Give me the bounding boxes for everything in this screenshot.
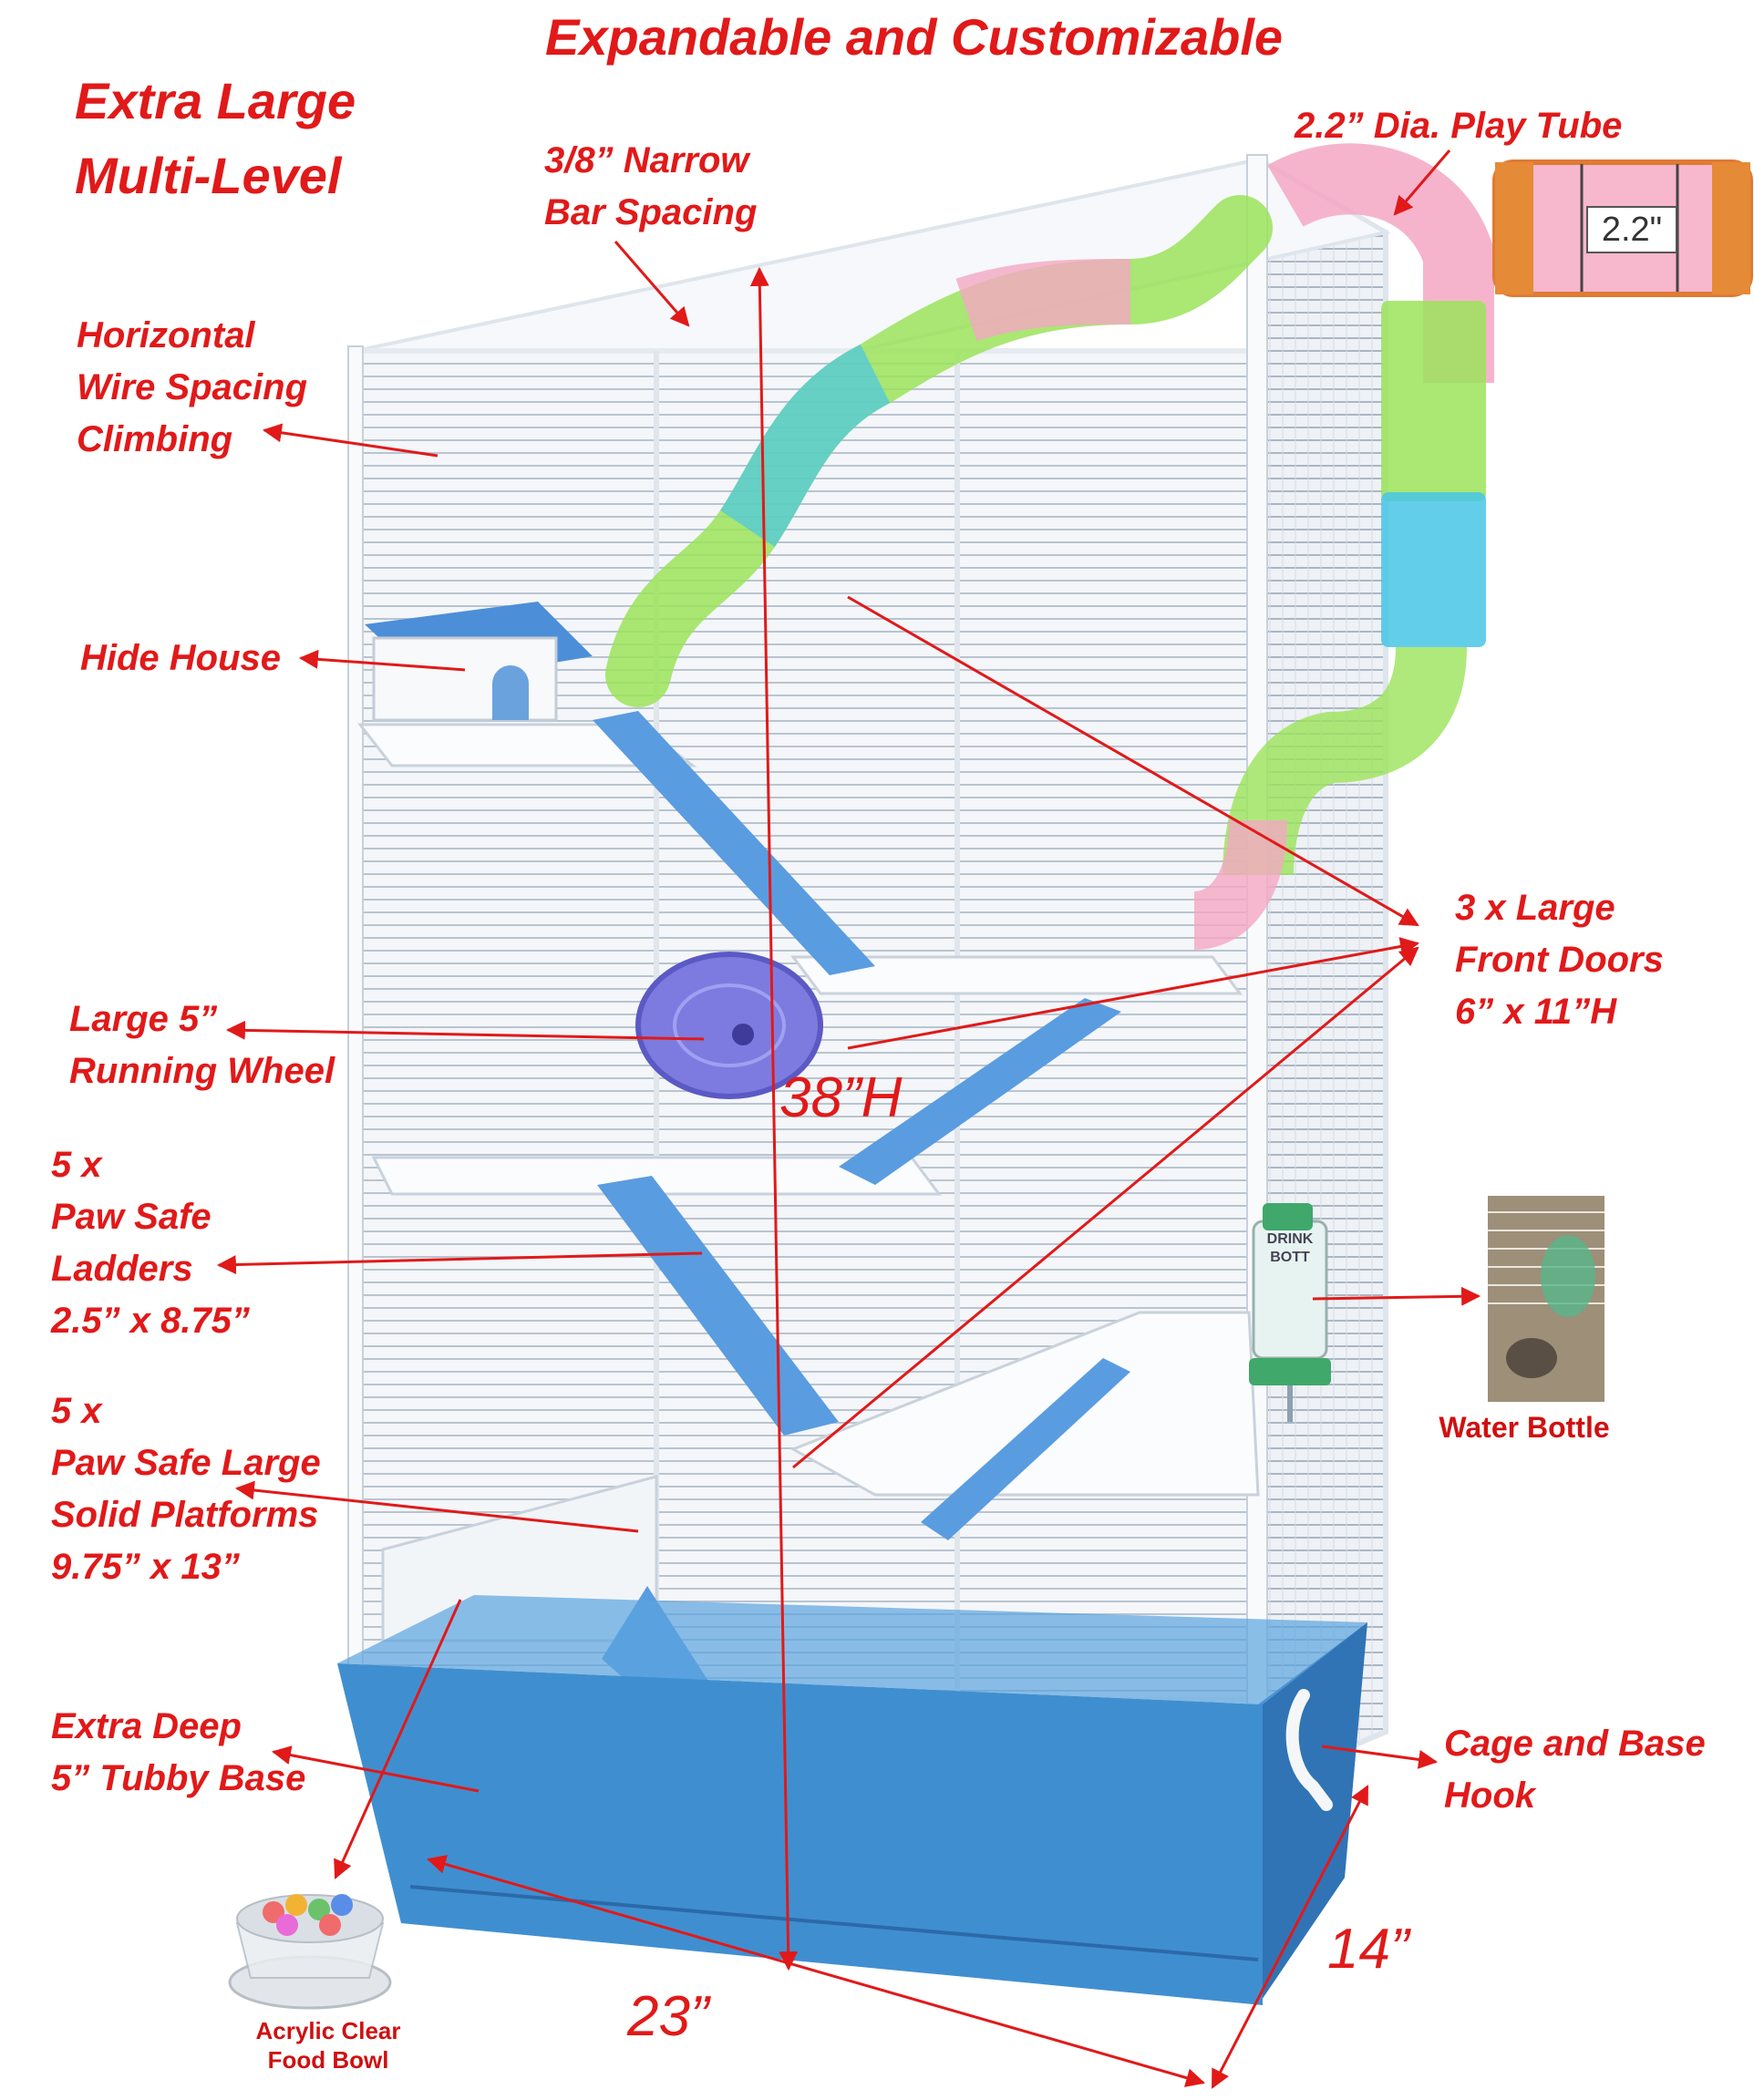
arrow-hide-house [298,649,466,672]
arrow-base-hook [1321,1745,1439,1769]
water-bottle-photo [1488,1196,1604,1402]
arrow-front-doors-3 [792,946,1419,1469]
callout-front-doors-line-1: 3 x Large [1455,888,1615,928]
arrow-running-wheel [225,1020,705,1041]
base-front [337,1663,1263,2005]
arrow-front-doors-1 [847,595,1419,927]
arrow-play-tube [1393,149,1451,216]
callout-ladders-line-1: 5 x [51,1145,102,1185]
tube-inset-label: 2.2" [1586,206,1677,253]
callout-tubby-base: Extra Deep 5” Tubby Base [51,1701,305,1805]
callout-ladders-line-2: Paw Safe [51,1197,212,1237]
arrow-bar-spacing [614,241,690,327]
callout-front-doors: 3 x Large Front Doors 6” x 11”H [1455,882,1664,1038]
bottle-label-line-2: BOTT [1270,1250,1310,1265]
cage-frame-post [347,345,364,1696]
callout-running-wheel: Large 5” Running Wheel [69,993,335,1097]
bottle-label-line-1: DRINK [1266,1231,1314,1247]
cage-frame-post [1246,154,1268,1851]
arrow-front-doors-2 [847,937,1420,1050]
arrow-water-bottle [1312,1286,1481,1306]
callout-base-hook: Cage and Base Hook [1444,1718,1706,1822]
callout-play-tube: 2.2” Dia. Play Tube [1295,106,1623,146]
ladder [921,1358,1130,1540]
headline: Expandable and Customizable [545,8,1284,66]
callout-base-hook-line-2: Hook [1444,1776,1535,1816]
base-hook [1285,1689,1333,1811]
arrow-tubby-base [271,1745,480,1793]
tubby-base [337,1595,1367,2005]
ladder [593,711,875,975]
callout-platforms-line-4: 9.75” x 13” [51,1547,240,1587]
food-bowl [228,1894,392,2010]
callout-horizontal-wire: Horizontal Wire Spacing Climbing [77,310,307,466]
callout-horizontal-wire-line-1: Horizontal [77,315,255,355]
callout-platforms: 5 x Paw Safe Large Solid Platforms 9.75”… [51,1385,321,1593]
caption-food-bowl-line-2: Food Bowl [267,2046,389,2074]
callout-platforms-line-3: Solid Platforms [51,1495,319,1535]
height-dimension-line [749,266,799,1971]
dimension-lines [426,266,1369,2089]
callout-tubby-base-line-1: Extra Deep [51,1706,242,1746]
callout-bar-spacing: 3/8” Narrow Bar Spacing [544,135,757,239]
callout-ladders: 5 x Paw Safe Ladders 2.5” x 8.75” [51,1139,250,1347]
callout-running-wheel-line-1: Large 5” [69,999,218,1039]
hide-house [365,602,593,722]
arrow-horizontal-wire [262,423,438,458]
arrow-ladders [216,1251,703,1275]
callout-ladders-line-3: Ladders [51,1249,193,1289]
platform [789,1311,1260,1497]
callout-hide-house: Hide House [80,638,282,678]
caption-food-bowl-line-1: Acrylic Clear [255,2017,401,2044]
callout-platforms-line-1: 5 x [51,1391,102,1431]
callout-bar-spacing-line-2: Bar Spacing [544,192,758,232]
dimension-depth: 14” [1327,1918,1409,1981]
callout-horizontal-wire-line-3: Climbing [77,419,233,459]
width-dimension-line [426,1855,1206,2087]
bottle-label: DRINK BOTT [1258,1230,1322,1267]
dimension-width: 23” [627,1985,709,2048]
callout-bar-spacing-line-1: 3/8” Narrow [544,140,749,180]
water-bottle [1249,1203,1331,1422]
callout-arrows [216,149,1481,1879]
callout-platforms-line-2: Paw Safe Large [51,1443,321,1483]
callout-base-hook-line-1: Cage and Base [1444,1724,1706,1764]
callout-horizontal-wire-line-2: Wire Spacing [77,367,308,407]
callout-ladders-line-4: 2.5” x 8.75” [51,1301,250,1341]
title-line-1: Extra Large [75,72,356,129]
callout-tubby-base-line-2: 5” Tubby Base [51,1758,306,1798]
callout-running-wheel-line-2: Running Wheel [69,1051,335,1091]
title-line-2: Multi-Level [75,147,342,204]
cage-side-panel [1255,154,1388,1791]
arrow-platforms [234,1480,639,1533]
platform [790,955,1243,995]
dimension-height: 38”H [779,1066,903,1129]
ladder [839,998,1121,1185]
caption-food-bowl: Acrylic Clear Food Bowl [228,2016,428,2074]
arrow-food-bowl [334,1599,462,1879]
caption-water-bottle: Water Bottle [1439,1411,1610,1444]
callout-front-doors-line-3: 6” x 11”H [1455,992,1617,1032]
depth-dimension-line [1211,1785,1369,2089]
callout-front-doors-line-2: Front Doors [1455,940,1664,980]
